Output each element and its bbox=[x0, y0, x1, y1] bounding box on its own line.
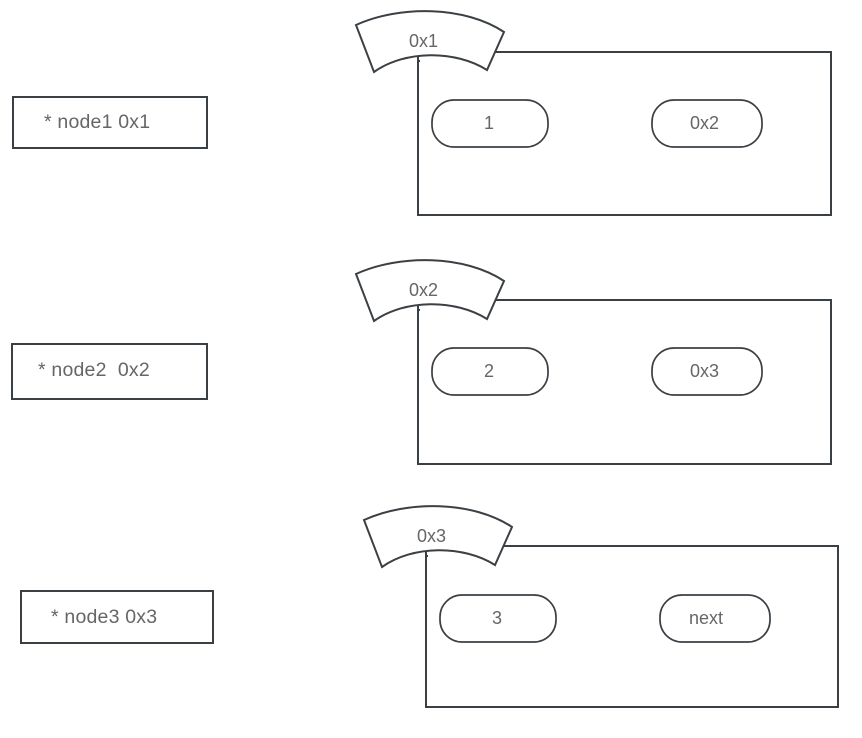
node-1-next-label: 0x2 bbox=[690, 113, 720, 133]
node-1-data-label: 1 bbox=[484, 113, 495, 133]
node-3-next-label: next bbox=[689, 608, 724, 628]
node-3-address-banner[interactable] bbox=[362, 505, 514, 569]
node-2-data-label: 2 bbox=[484, 361, 495, 381]
node-3-data-pill[interactable] bbox=[439, 594, 557, 643]
node-3-data-label: 3 bbox=[492, 608, 503, 628]
node-1-address-label: 0x1 bbox=[409, 31, 439, 51]
node-2-next-pill[interactable] bbox=[651, 347, 763, 396]
node-1-address-banner[interactable] bbox=[354, 10, 506, 74]
node-3-address-label: 0x3 bbox=[417, 526, 447, 546]
node-1-variable-label: * node1 0x1 bbox=[44, 111, 151, 133]
node-2-address-label: 0x2 bbox=[409, 280, 439, 300]
node-2-next-label: 0x3 bbox=[690, 361, 720, 381]
node-3-variable-box[interactable] bbox=[20, 590, 214, 644]
node-2-variable-label: * node2 0x2 bbox=[38, 359, 150, 381]
node-3-next-pill[interactable] bbox=[659, 594, 771, 643]
node-2-variable-box[interactable] bbox=[11, 343, 208, 400]
node-2-data-pill[interactable] bbox=[431, 347, 549, 396]
node-1-variable-box[interactable] bbox=[12, 96, 208, 149]
node-1-data-pill[interactable] bbox=[431, 99, 549, 148]
node-1-next-pill[interactable] bbox=[651, 99, 763, 148]
node-2-address-banner[interactable] bbox=[354, 259, 506, 323]
node-3-variable-label: * node3 0x3 bbox=[51, 606, 158, 628]
